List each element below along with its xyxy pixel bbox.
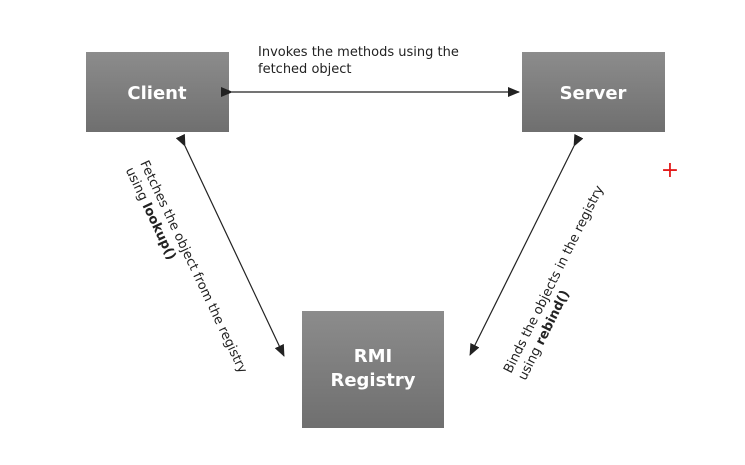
rebind-label: Binds the objects in the registry using … bbox=[501, 183, 607, 383]
lookup-label: Fetches the object from the registry usi… bbox=[122, 158, 250, 376]
lookup-label-line1: Fetches the object from the registry bbox=[136, 158, 249, 376]
invoke-label-line1: Invokes the methods using the bbox=[258, 45, 459, 60]
plus-icon: + bbox=[661, 158, 679, 183]
registry-label-line1: RMI bbox=[354, 346, 392, 367]
registry-node: RMI Registry bbox=[302, 311, 444, 428]
rebind-arrow bbox=[469, 133, 584, 356]
lookup-arrow bbox=[175, 133, 285, 357]
server-node: Server bbox=[522, 52, 665, 132]
registry-label-line2: Registry bbox=[330, 370, 415, 391]
registry-box bbox=[302, 311, 444, 428]
client-label: Client bbox=[127, 83, 187, 104]
client-node: Client bbox=[86, 52, 229, 132]
client-box bbox=[86, 52, 229, 132]
invoke-label-line2: fetched object bbox=[258, 62, 352, 77]
server-label: Server bbox=[560, 83, 627, 104]
rebind-label-line1: Binds the objects in the registry bbox=[501, 183, 607, 376]
server-box bbox=[522, 52, 665, 132]
